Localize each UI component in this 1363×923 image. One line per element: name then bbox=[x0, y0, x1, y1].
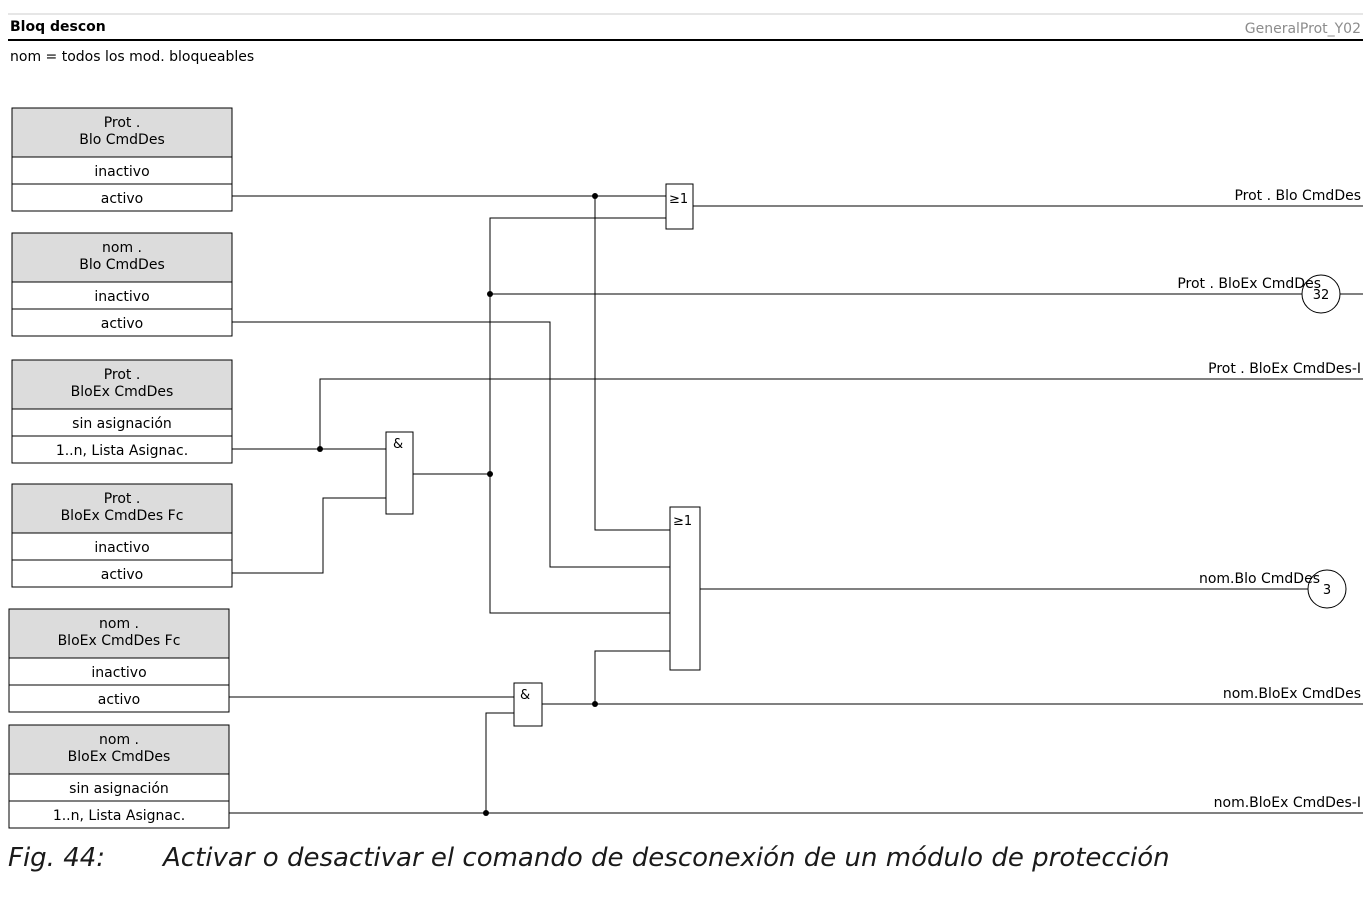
input-block-title: BloEx CmdDes Fc bbox=[58, 633, 181, 649]
ref-circle-3: 3 bbox=[1307, 569, 1347, 609]
junction-dot bbox=[487, 471, 493, 477]
wire-or1-in2 bbox=[489, 217, 666, 474]
input-block-frame bbox=[11, 107, 233, 212]
input-block-option: sin asignación bbox=[72, 416, 172, 432]
input-block-title: BloEx CmdDes bbox=[71, 384, 174, 400]
wire-nom-bloex-to-and2 bbox=[485, 712, 514, 813]
input-block-header bbox=[9, 725, 229, 774]
input-block-frame bbox=[8, 724, 230, 829]
input-block-title: nom . bbox=[99, 732, 139, 748]
input-block-frame bbox=[11, 232, 233, 337]
input-block-header bbox=[12, 108, 232, 157]
input-block-option: inactivo bbox=[94, 164, 149, 180]
and-gate-1: & bbox=[385, 431, 414, 515]
diagram-note: nom = todos los mod. bloqueables bbox=[10, 49, 254, 65]
wire-bloex-fc-activo bbox=[232, 497, 386, 574]
input-block-header bbox=[12, 484, 232, 533]
input-block-option: inactivo bbox=[94, 540, 149, 556]
input-block-option: inactivo bbox=[94, 289, 149, 305]
output-label: nom.BloEx CmdDes-I bbox=[1214, 795, 1361, 811]
input-block-prot-bloex-cmddes: Prot .BloEx CmdDes sin asignación 1..n, Li… bbox=[11, 359, 233, 464]
input-block-nom-blo-cmddes: nom .Blo CmdDes inactivo activo bbox=[11, 232, 233, 337]
output-label: Prot . Blo CmdDes bbox=[1234, 188, 1361, 204]
input-block-option: 1..n, Lista Asignac. bbox=[53, 808, 185, 824]
figure-caption: Fig. 44: Activar o desactivar el comando … bbox=[8, 843, 1170, 873]
wire-bloex-to-or2 bbox=[489, 474, 670, 614]
or-gate-symbol: ≥1 bbox=[669, 192, 688, 207]
input-block-option: activo bbox=[101, 567, 144, 583]
output-label: nom.Blo CmdDes bbox=[1199, 571, 1320, 587]
and-gate-symbol: & bbox=[520, 688, 530, 703]
ref-circle-32: 32 bbox=[1301, 274, 1341, 314]
input-block-header bbox=[9, 609, 229, 658]
output-label: Prot . BloEx CmdDes bbox=[1177, 276, 1321, 292]
junction-dot bbox=[592, 701, 598, 707]
input-block-title: nom . bbox=[99, 616, 139, 632]
input-block-prot-bloex-cmddes-fc: Prot .BloEx CmdDes Fc inactivo activo bbox=[11, 483, 233, 588]
input-block-option: sin asignación bbox=[69, 781, 169, 797]
input-block-header bbox=[12, 233, 232, 282]
input-block-nom-bloex-cmddes: nom .BloEx CmdDes sin asignación 1..n, Lis… bbox=[8, 724, 230, 829]
output-label: nom.BloEx CmdDes bbox=[1223, 686, 1361, 702]
input-block-frame bbox=[8, 608, 230, 713]
input-block-title: Blo CmdDes bbox=[79, 257, 165, 273]
wire-nom-blo-activo bbox=[232, 321, 670, 568]
input-block-frame bbox=[11, 483, 233, 588]
wiring bbox=[229, 195, 1363, 814]
wire-prot-blo-to-or2 bbox=[594, 196, 670, 531]
junction-dot bbox=[317, 446, 323, 452]
ref-number: 3 bbox=[1323, 583, 1331, 598]
input-block-option: activo bbox=[101, 191, 144, 207]
or-gate-1: ≥1 bbox=[665, 183, 694, 230]
junction-dot bbox=[487, 291, 493, 297]
junctions bbox=[317, 193, 598, 816]
input-block-option: activo bbox=[101, 316, 144, 332]
diagram-header: Bloq descon GeneralProt_Y02 nom = todos … bbox=[8, 13, 1363, 65]
input-block-nom-bloex-cmddes-fc: nom .BloEx CmdDes Fc inactivo activo bbox=[8, 608, 230, 713]
output-label: Prot . BloEx CmdDes-I bbox=[1208, 361, 1361, 377]
input-block-option: 1..n, Lista Asignac. bbox=[56, 443, 188, 459]
and-gate-2: & bbox=[513, 682, 543, 727]
wire-bloex-i bbox=[319, 378, 1363, 449]
diagram-title: Bloq descon bbox=[10, 19, 106, 35]
figure-caption-text: Activar o desactivar el comando de desco… bbox=[163, 843, 1170, 873]
input-block-option: inactivo bbox=[91, 665, 146, 681]
output-labels: Prot . Blo CmdDes Prot . BloEx CmdDes Pr… bbox=[1177, 188, 1361, 811]
diagram-code: GeneralProt_Y02 bbox=[1245, 21, 1361, 37]
input-block-title: Blo CmdDes bbox=[79, 132, 165, 148]
and-gate-symbol: & bbox=[393, 437, 403, 452]
figure-number: Fig. 44: bbox=[8, 843, 106, 873]
input-block-title: Prot . bbox=[104, 491, 141, 507]
input-block-frame bbox=[11, 359, 233, 464]
or-gate-2: ≥1 bbox=[669, 506, 701, 671]
input-block-title: Prot . bbox=[104, 367, 141, 383]
input-block-title: BloEx CmdDes Fc bbox=[61, 508, 184, 524]
or-gate-symbol: ≥1 bbox=[673, 514, 692, 529]
wire-and2-to-or2 bbox=[594, 650, 670, 704]
input-block-prot-blo-cmddes: Prot .Blo CmdDes inactivo activo bbox=[11, 107, 233, 212]
input-block-title: nom . bbox=[102, 240, 142, 256]
ref-number: 32 bbox=[1313, 288, 1330, 303]
input-block-title: Prot . bbox=[104, 115, 141, 131]
junction-dot bbox=[592, 193, 598, 199]
input-block-option: activo bbox=[98, 692, 141, 708]
junction-dot bbox=[483, 810, 489, 816]
input-block-header bbox=[12, 360, 232, 409]
input-block-title: BloEx CmdDes bbox=[68, 749, 171, 765]
